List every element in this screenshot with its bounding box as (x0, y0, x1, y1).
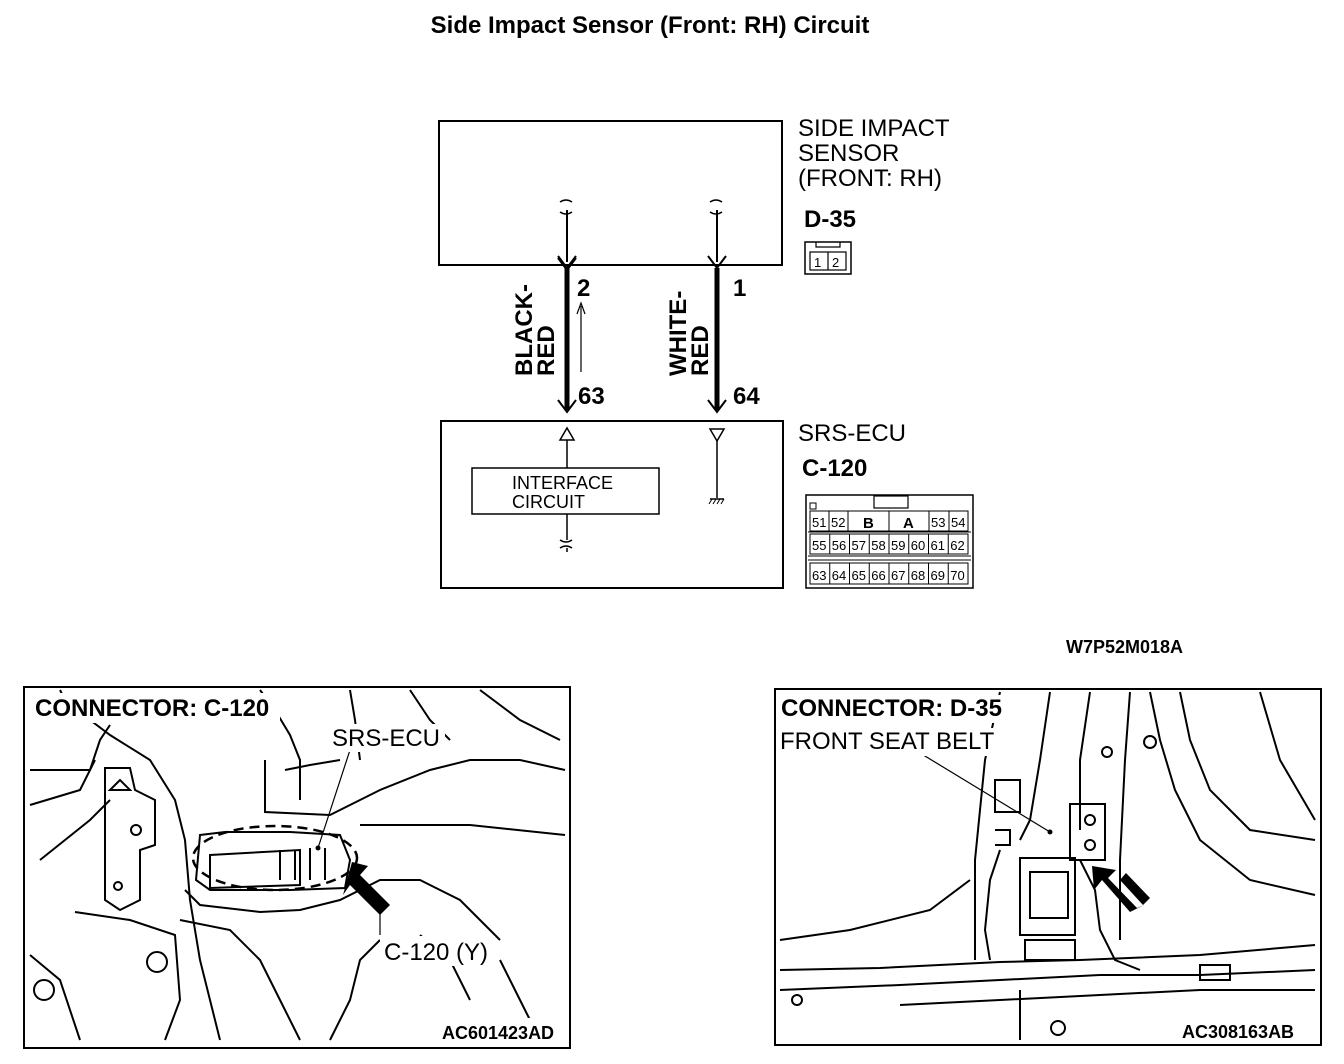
photo-left-heading: CONNECTOR: C-120 (35, 695, 269, 722)
page-title: Side Impact Sensor (Front: RH) Circuit (430, 12, 870, 39)
c120-pin-60: 60 (911, 538, 925, 553)
ecu-break (559, 539, 573, 549)
c120-pin-52: 52 (831, 515, 845, 530)
photo-right-code: AC308163AB (1182, 1022, 1294, 1042)
wire-color-red-right: RED (687, 325, 714, 376)
sensor-label-1: SIDE IMPACT (798, 115, 950, 142)
c120-pin-58: 58 (871, 538, 885, 553)
photo-right-heading: CONNECTOR: D-35 (781, 695, 1002, 722)
photo-left-code: AC601423AD (442, 1023, 554, 1043)
ecu-connector-id: C-120 (802, 455, 867, 482)
c120-pin-53: 53 (931, 515, 945, 530)
c120-pin-66: 66 (871, 568, 885, 583)
c120-pin-a: A (903, 515, 914, 532)
ground-symbol (708, 498, 725, 505)
c120-pin-68: 68 (911, 568, 925, 583)
pin-2: 2 (577, 275, 590, 302)
wire-color-white: WHITE- (665, 291, 692, 376)
c120-pin-64: 64 (832, 568, 846, 583)
photo-left-callout-conn: C-120 (Y) (384, 939, 488, 966)
c120-pin-56: 56 (832, 538, 846, 553)
sensor-label-3: (FRONT: RH) (798, 165, 942, 192)
photo-panel-d35: CONNECTOR: D-35 FRONT SEAT BELT AC308163… (774, 688, 1322, 1046)
pin-64: 64 (733, 383, 760, 410)
d35-pin-2: 2 (832, 255, 839, 270)
c120-pin-51: 51 (812, 515, 826, 530)
photo-right-callout-belt: FRONT SEAT BELT (780, 728, 995, 755)
c120-pin-69: 69 (931, 568, 945, 583)
c120-pin-70: 70 (950, 568, 964, 583)
c120-pin-b: B (863, 515, 874, 532)
c120-pin-59: 59 (891, 538, 905, 553)
c120-pin-63: 63 (812, 568, 826, 583)
d35-connector-face: 1 2 (804, 241, 852, 275)
photo-left-callout-ecu: SRS-ECU (332, 725, 440, 752)
d35-pin-1: 1 (814, 255, 821, 270)
interface-label-1: INTERFACE (512, 473, 613, 493)
wire-color-red-left: RED (533, 325, 560, 376)
sensor-box (438, 120, 783, 266)
sensor-connector-id: D-35 (804, 206, 856, 233)
wire-color-black: BLACK- (511, 284, 538, 376)
c120-pin-54: 54 (951, 515, 965, 530)
sensor-label-2: SENSOR (798, 140, 899, 167)
ecu-label: SRS-ECU (798, 420, 906, 447)
ecu-box (440, 420, 784, 589)
interface-circuit-box (471, 467, 660, 515)
c120-pin-57: 57 (852, 538, 866, 553)
c120-pin-67: 67 (891, 568, 905, 583)
pin-1: 1 (733, 275, 746, 302)
interface-label-2: CIRCUIT (512, 492, 585, 512)
pin-63: 63 (578, 383, 605, 410)
c120-pin-65: 65 (852, 568, 866, 583)
c120-connector-face: 51 52 B A 53 54 55 56 57 58 59 60 61 62 63 64 65 6… (805, 494, 974, 589)
photo-panel-c120: CONNECTOR: C-120 SRS-ECU C-120 (Y) AC601… (23, 686, 571, 1049)
c120-pin-62: 62 (950, 538, 964, 553)
schematic-code: W7P52M018A (1066, 637, 1183, 657)
c120-pin-55: 55 (812, 538, 826, 553)
c120-pin-61: 61 (931, 538, 945, 553)
